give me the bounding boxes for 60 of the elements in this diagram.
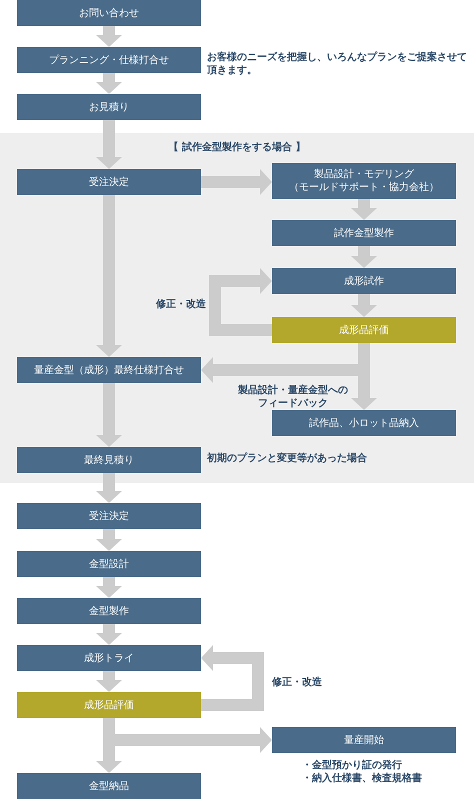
arrow bbox=[351, 246, 377, 268]
step-label: 製品設計・モデリング bbox=[314, 168, 414, 181]
edge-label: 製品設計・量産金型へのフィードバック bbox=[236, 384, 350, 410]
step-label: 金型設計 bbox=[89, 558, 129, 570]
arrow bbox=[96, 120, 122, 169]
process-box bbox=[272, 220, 456, 246]
step-label: 成形品評価 bbox=[339, 324, 389, 336]
process-box bbox=[17, 773, 201, 799]
evaluation-box bbox=[272, 317, 456, 343]
process-box bbox=[272, 268, 456, 294]
process-box bbox=[272, 727, 456, 753]
step-label: プランニング・仕様打合せ bbox=[49, 54, 169, 66]
arrow bbox=[351, 294, 377, 317]
arrow bbox=[209, 268, 272, 336]
arrow bbox=[96, 529, 122, 551]
process-box bbox=[17, 94, 201, 120]
arrow bbox=[96, 73, 122, 94]
process-box bbox=[17, 447, 201, 473]
step-label: 金型製作 bbox=[89, 604, 129, 618]
process-box bbox=[17, 47, 201, 73]
section-panel bbox=[0, 133, 474, 483]
evaluation-box bbox=[17, 692, 201, 718]
section-heading: 【 試作金型製作をする場合 】 bbox=[168, 141, 306, 154]
step-label: 最終見積り bbox=[84, 454, 134, 466]
arrow bbox=[351, 199, 377, 220]
process-box bbox=[17, 645, 201, 671]
arrow bbox=[96, 195, 122, 357]
step-label: お見積り bbox=[89, 100, 129, 114]
step-label: お問い合わせ bbox=[79, 6, 139, 20]
note-text: お客様のニーズを把握し、いろんなプランをご提案させて頂きます。 bbox=[207, 51, 468, 77]
arrow bbox=[96, 671, 122, 692]
process-box bbox=[17, 551, 201, 577]
step-label: 成形品評価 bbox=[84, 698, 134, 712]
arrow bbox=[96, 624, 122, 645]
step-label: 受注決定 bbox=[89, 176, 129, 188]
step-label: （モールドサポート・協力会社） bbox=[289, 181, 439, 194]
process-box bbox=[17, 503, 201, 529]
step-label: 試作金型製作 bbox=[334, 226, 394, 240]
note-text: ・金型預かり証の発行 bbox=[302, 759, 403, 772]
step-label: 量産開始 bbox=[344, 734, 384, 746]
step-label: 成形試作 bbox=[344, 274, 384, 288]
step-label: 量産金型（成形）最終仕様打合せ bbox=[34, 364, 184, 376]
step-label: 金型納品 bbox=[89, 780, 129, 792]
step-label: 試作品、小ロット品納入 bbox=[309, 416, 419, 430]
process-box bbox=[17, 357, 201, 383]
process-box bbox=[17, 169, 201, 195]
process-box bbox=[272, 410, 456, 436]
arrow bbox=[96, 577, 122, 598]
process-box bbox=[272, 163, 456, 199]
process-box bbox=[17, 0, 201, 26]
arrow bbox=[201, 169, 272, 195]
note-text: ・納入仕様書、検査規格書 bbox=[302, 772, 423, 785]
arrow bbox=[96, 473, 122, 503]
arrow bbox=[96, 26, 122, 47]
step-label: 成形トライ bbox=[84, 652, 134, 664]
process-box bbox=[17, 598, 201, 624]
step-label: 受注決定 bbox=[89, 510, 129, 522]
arrow bbox=[201, 645, 264, 711]
arrow bbox=[96, 383, 122, 447]
note-text: 初期のプランと変更等があった場合 bbox=[207, 452, 368, 465]
